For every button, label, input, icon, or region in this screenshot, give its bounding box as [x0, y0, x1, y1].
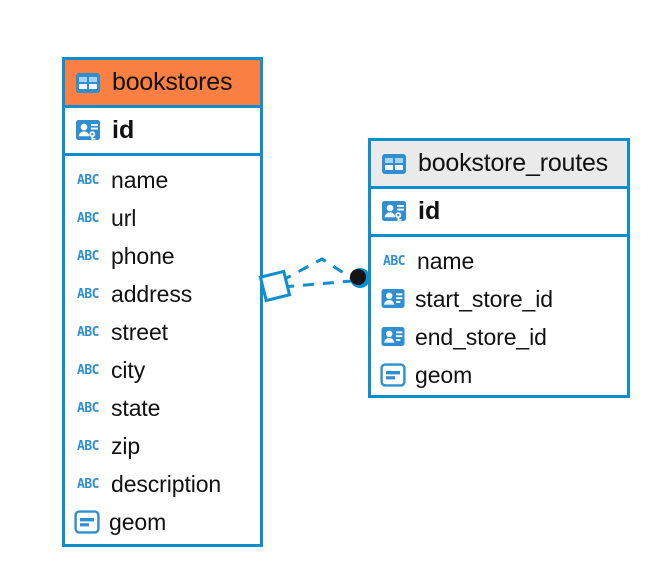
field-row[interactable]: ABC zip	[65, 427, 260, 465]
card-icon	[380, 286, 406, 312]
field-list: ABC name start_store_id	[371, 237, 627, 400]
field-label: geom	[415, 361, 473, 388]
field-label: start_store_id	[415, 285, 553, 312]
field-row[interactable]: ABC name	[65, 161, 260, 199]
field-row[interactable]: ABC city	[65, 351, 260, 389]
table-icon	[74, 69, 102, 97]
key-card-icon	[74, 117, 102, 145]
entity-header-bookstore-routes[interactable]: bookstore_routes	[371, 141, 627, 189]
field-row[interactable]: ABC description	[65, 465, 260, 503]
card-icon	[380, 324, 406, 350]
blob-icon	[380, 362, 406, 388]
table-icon	[380, 150, 408, 178]
key-card-icon	[380, 198, 408, 226]
filled-circle-marker	[350, 268, 370, 288]
primary-key-row[interactable]: id	[371, 189, 627, 237]
entity-title: bookstores	[112, 68, 233, 96]
field-label: address	[111, 280, 193, 307]
abc-icon: ABC	[77, 286, 99, 302]
field-label: end_store_id	[415, 323, 547, 350]
abc-icon: ABC	[77, 438, 99, 454]
abc-icon: ABC	[77, 476, 99, 492]
blob-icon	[74, 509, 100, 535]
field-row[interactable]: end_store_id	[371, 318, 627, 356]
relationship-line-upper	[280, 257, 354, 283]
field-row[interactable]: ABC state	[65, 389, 260, 427]
primary-key-label: id	[418, 197, 441, 225]
field-row[interactable]: geom	[371, 356, 627, 394]
relationship-line-lower	[282, 279, 353, 289]
abc-icon: ABC	[77, 172, 99, 188]
field-row[interactable]: ABC url	[65, 199, 260, 237]
abc-icon: ABC	[77, 362, 99, 378]
field-row[interactable]: ABC phone	[65, 237, 260, 275]
field-label: phone	[111, 242, 175, 269]
field-label: street	[111, 318, 168, 345]
entity-title: bookstore_routes	[418, 149, 608, 177]
abc-icon: ABC	[383, 253, 405, 269]
abc-icon: ABC	[77, 248, 99, 264]
field-row[interactable]: ABC address	[65, 275, 260, 313]
field-label: name	[417, 247, 475, 274]
field-label: name	[111, 166, 169, 193]
field-row[interactable]: ABC name	[371, 242, 627, 280]
entity-bookstore-routes[interactable]: bookstore_routes id ABC name	[368, 138, 630, 398]
entity-bookstores[interactable]: bookstores id ABC name ABC url	[62, 57, 263, 547]
abc-icon: ABC	[77, 210, 99, 226]
field-label: description	[111, 470, 222, 497]
field-label: state	[111, 394, 161, 421]
field-label: city	[111, 356, 146, 383]
field-list: ABC name ABC url ABC phone ABC address A…	[65, 156, 260, 547]
primary-key-row[interactable]: id	[65, 108, 260, 156]
abc-icon: ABC	[77, 324, 99, 340]
entity-header-bookstores[interactable]: bookstores	[65, 60, 260, 108]
field-row[interactable]: start_store_id	[371, 280, 627, 318]
abc-icon: ABC	[77, 400, 99, 416]
diamond-outline-marker	[258, 269, 292, 303]
field-label: url	[111, 204, 137, 231]
field-row[interactable]: geom	[65, 503, 260, 541]
field-label: geom	[109, 508, 167, 535]
field-row[interactable]: ABC street	[65, 313, 260, 351]
primary-key-label: id	[112, 116, 135, 144]
field-label: zip	[111, 432, 141, 459]
